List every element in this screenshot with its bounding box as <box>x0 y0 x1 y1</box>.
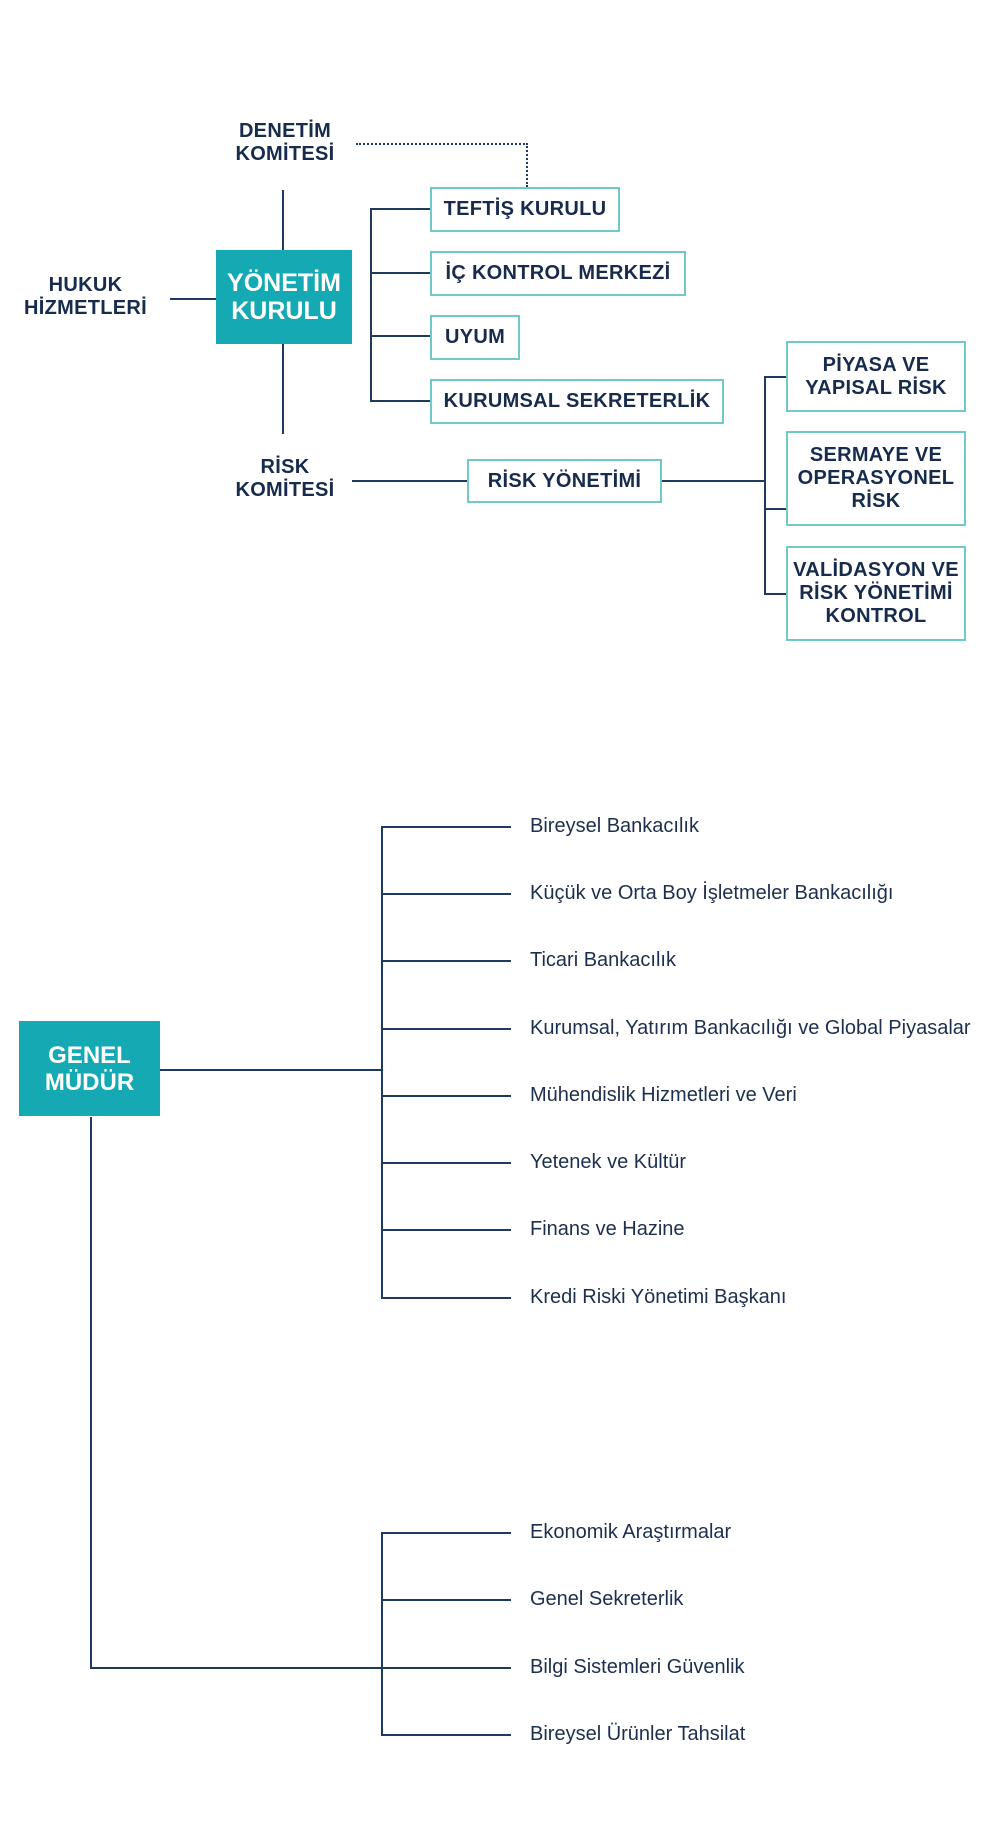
risk-unit-market: PİYASA VE YAPISAL RİSK <box>786 341 966 412</box>
department-item: Yetenek ve Kültür <box>530 1151 687 1173</box>
unit-box-compliance: UYUM <box>430 315 520 360</box>
support-trunk <box>381 1532 383 1736</box>
units-branch-2 <box>370 272 430 274</box>
board-box: YÖNETİM KURULU <box>216 250 352 344</box>
dept-branch-3 <box>381 960 511 962</box>
department-item: Ticari Bankacılık <box>530 949 676 971</box>
risk-unit-capital-operational: SERMAYE VE OPERASYONEL RİSK <box>786 431 966 526</box>
support-branch-2 <box>381 1599 511 1601</box>
risk-management-connector <box>662 480 764 482</box>
dept-branch-6 <box>381 1162 511 1164</box>
dept-branch-4 <box>381 1028 511 1030</box>
support-branch-3 <box>381 1667 511 1669</box>
risk-committee-label: RİSK KOMİTESİ <box>235 456 335 501</box>
ceo-horizontal-connector <box>160 1069 382 1071</box>
department-item: Kredi Riski Yönetimi Başkanı <box>530 1286 787 1308</box>
risk-committee-connector <box>352 480 467 482</box>
legal-services-label: HUKUK HİZMETLERİ <box>24 274 147 319</box>
risk-units-branch-2 <box>764 508 786 510</box>
dept-branch-8 <box>381 1297 511 1299</box>
department-item: Kurumsal, Yatırım Bankacılığı ve Global … <box>530 1017 971 1039</box>
support-connector <box>90 1667 382 1669</box>
audit-committee-label: DENETİM KOMİTESİ <box>235 120 335 165</box>
dept-branch-1 <box>381 826 511 828</box>
dept-branch-2 <box>381 893 511 895</box>
ceo-vertical-down <box>90 1117 92 1669</box>
support-branch-4 <box>381 1734 511 1736</box>
unit-box-internal-control: İÇ KONTROL MERKEZİ <box>430 251 686 296</box>
department-item: Mühendislik Hizmetleri ve Veri <box>530 1084 797 1106</box>
dept-branch-5 <box>381 1095 511 1097</box>
department-item: Bireysel Bankacılık <box>530 815 699 837</box>
risk-unit-validation: VALİDASYON VE RİSK YÖNETİMİ KONTROL <box>786 546 966 641</box>
support-branch-1 <box>381 1532 511 1534</box>
board-vertical-down <box>282 344 284 434</box>
ceo-box: GENEL MÜDÜR <box>19 1021 160 1116</box>
department-item: Finans ve Hazine <box>530 1218 685 1240</box>
audit-dotted-horizontal <box>356 143 528 145</box>
units-branch-4 <box>370 400 430 402</box>
audit-dotted-vertical <box>526 143 528 187</box>
support-unit-item: Bilgi Sistemleri Güvenlik <box>530 1656 745 1678</box>
dept-branch-7 <box>381 1229 511 1231</box>
unit-box-inspection: TEFTİŞ KURULU <box>430 187 620 232</box>
legal-connector <box>170 298 216 300</box>
risk-units-branch-3 <box>764 593 786 595</box>
department-item: Küçük ve Orta Boy İşletmeler Bankacılığı <box>530 882 894 904</box>
departments-trunk <box>381 826 383 1299</box>
units-branch-1 <box>370 208 430 210</box>
risk-units-trunk <box>764 376 766 594</box>
support-unit-item: Ekonomik Araştırmalar <box>530 1521 732 1543</box>
board-vertical-up <box>282 190 284 250</box>
support-unit-item: Bireysel Ürünler Tahsilat <box>530 1723 746 1745</box>
risk-management-box: RİSK YÖNETİMİ <box>467 459 662 503</box>
risk-units-branch-1 <box>764 376 786 378</box>
support-unit-item: Genel Sekreterlik <box>530 1588 684 1610</box>
units-trunk <box>370 208 372 401</box>
units-branch-3 <box>370 335 430 337</box>
unit-box-corporate-secretariat: KURUMSAL SEKRETERLİK <box>430 379 724 424</box>
